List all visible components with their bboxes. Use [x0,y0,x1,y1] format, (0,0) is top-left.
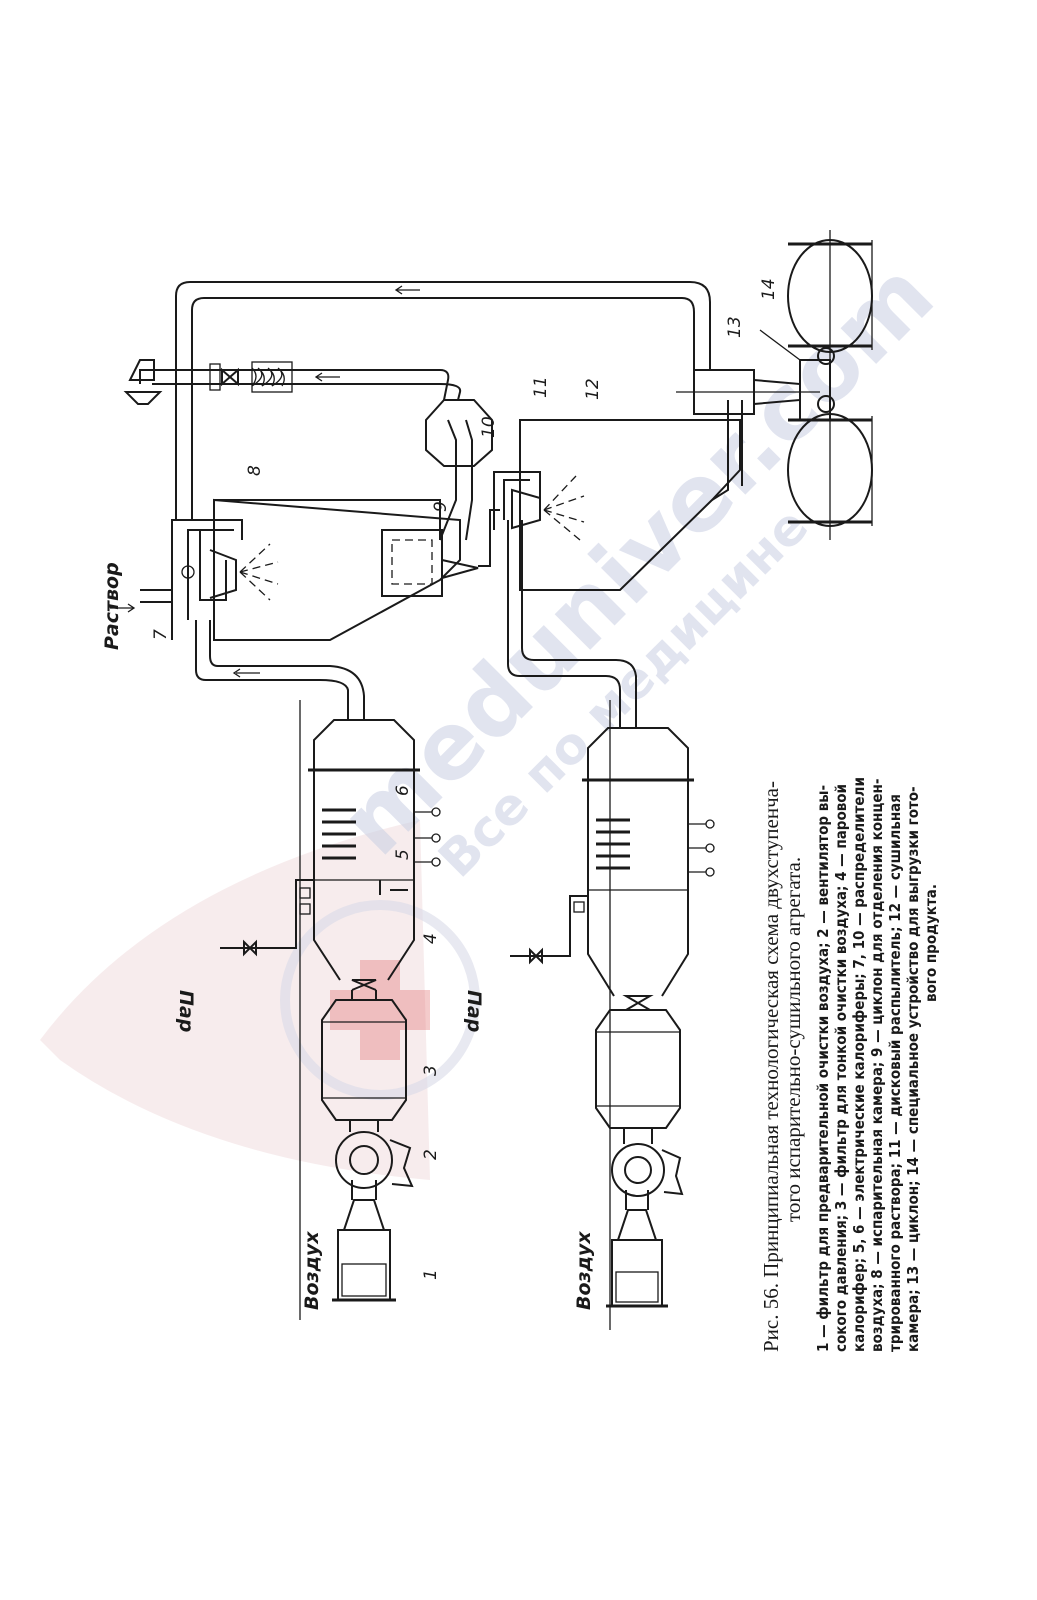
caption-line-6: камера; 13 — циклон; 14 — специальное ус… [904,786,922,1352]
part-number-2: 2 [421,1149,441,1160]
cyclone-13-unloader-14 [676,230,873,540]
part-number-11: 11 [531,376,551,398]
caption-title-line-2: того испарительно-сушильного агрегата. [781,857,805,1222]
part-number-14: 14 [759,278,779,300]
caption-line-3: калорифер; 5, 6 — электрические калорифе… [850,777,868,1352]
pre-filter-1 [332,1199,396,1302]
cyclone-9 [123,359,493,597]
fine-filter-3 [321,999,407,1121]
part-number-6: 6 [393,785,413,796]
caption-line-4: воздуха; 8 — испарительная камера; 9 — ц… [868,779,886,1352]
stage-1-line [195,620,441,1320]
caption-line-2: сокого давления; 3 — фильтр для тонкой о… [832,784,850,1352]
part-number-10: 10 [479,416,499,438]
stage-2-line [507,520,715,1330]
watermark-shield-icon [40,820,430,1180]
caption-line-7: вого продукта. [922,884,940,1002]
caption-line-5: трированного раствора; 11 — дисковый рас… [886,794,904,1352]
label-steam-top: Пар [175,990,197,1032]
part-number-7: 7 [151,629,171,640]
heater-column-4-5-6 [220,719,441,981]
part-number-5: 5 [393,849,413,860]
part-number-4: 4 [421,933,441,944]
part-number-12: 12 [583,378,603,400]
evaporation-chamber-8 [110,498,461,641]
label-air-top: Воздух [301,1231,323,1310]
watermark-cross-icon [280,900,480,1100]
figure-caption: Рис. 56. Принципиальная технологическая … [759,777,940,1352]
caption-line-1: 1 — фильтр для предварительной очистки в… [814,785,832,1352]
label-solution: Раствор [101,562,123,650]
fan-2 [335,1119,414,1189]
part-number-1: 1 [421,1269,441,1280]
part-number-3: 3 [421,1065,441,1076]
part-number-9: 9 [431,501,451,512]
label-air-bottom: Воздух [573,1231,595,1310]
caption-title-line-1: Рис. 56. Принципиальная технологическая … [759,781,783,1352]
return-duct [175,281,711,520]
part-number-13: 13 [725,316,745,338]
part-number-8: 8 [245,465,265,476]
label-steam-bottom: Пар [463,990,485,1032]
